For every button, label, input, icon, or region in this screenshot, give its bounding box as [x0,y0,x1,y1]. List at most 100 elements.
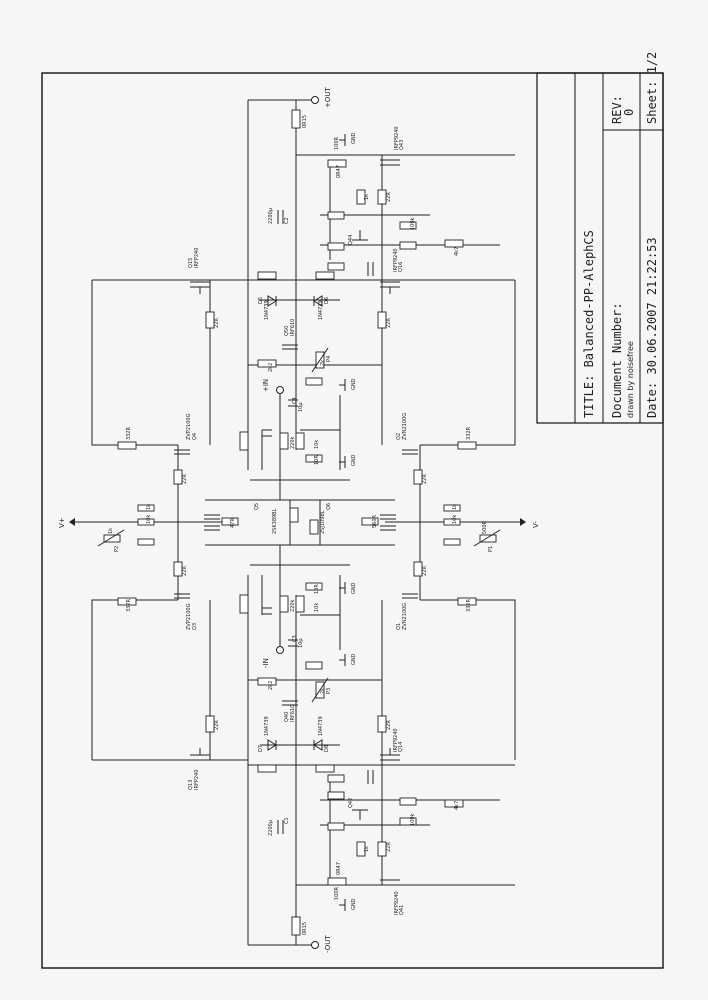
value-22r-b: 22R [386,842,392,852]
value-pot-2k-a: 2k [320,360,326,366]
label-q16: Q16 [398,262,404,272]
rev-value: 0 [622,109,636,116]
value-100k-top: 100k [410,217,416,230]
label-d6-part: 1N4739 [318,300,324,320]
title-text: TITLE: Balanced-PP-AlephCS [582,230,596,418]
value-2k2-b: 2k2 [268,681,274,690]
rev-label: REV: [610,95,624,124]
out-pos-label: +OUT [324,87,332,108]
value-22r-h: 22R [182,566,188,576]
value-22r-g: 22R [182,474,188,484]
label-q2: Q2 [396,433,402,440]
label-d5-part: 1N4739 [264,300,270,320]
value-220k-b: 220k [290,599,296,612]
label-d6: D6 [324,297,330,304]
value-22r-a: 22R [386,192,392,202]
value-100r-top: 100R [334,136,340,150]
label-q4: Q4 [192,433,198,440]
label-q41-part: IRFP9240 [394,891,400,915]
value-332r-b: 332R [126,598,132,612]
value-0r47-bottom: 0R47 [336,862,342,875]
value-pot-2k-b: 2k [320,688,326,694]
label-d7: D7 [258,745,264,752]
ground-symbols [339,134,346,911]
label-q15-part: IRFP240 [194,248,200,268]
value-4k7-a: 4k7 [454,247,460,256]
value-0r15-top: 0R15 [302,115,308,128]
label-q14: Q14 [398,742,404,752]
v-neg-label: V- [532,521,540,528]
value-10u-a: 10µ [298,402,304,412]
gnd-label-5: GND [351,454,357,466]
gnd-label-1: GND [351,132,357,144]
gnd-label-3: GND [351,378,357,390]
label-q14-part: IRFP9240 [393,728,399,752]
label-q5: Q5 [254,503,260,510]
v-neg-arrow [520,518,526,526]
label-q2-part: ZVN2100G [402,413,408,440]
label-p2: P2 [114,546,120,552]
value-10r-b: 10R [314,584,320,594]
value-22r-j: 22R [422,566,428,576]
out-neg-label: -OUT [324,935,332,953]
value-22r-e: 22R [386,318,392,328]
in-neg-label: -IN [262,658,270,668]
label-q6: Q6 [326,503,332,510]
value-1k-bottom: 1k [364,846,370,852]
in-pos-terminal [276,386,284,394]
label-q1: Q1 [396,623,402,630]
gnd-label-4: GND [351,653,357,665]
label-q4-part: ZVP2100G [186,413,192,440]
value-332r-a: 332R [126,426,132,440]
value-4k7-b: 4k7 [454,801,460,810]
value-0r15-bottom: 0R15 [302,922,308,935]
zener-diodes [267,295,323,751]
label-q13-part: IRFP240 [194,770,200,790]
value-100k-bottom: 100k [410,813,416,826]
value-220k-a: 220k [290,436,296,449]
label-c3: C3 [292,635,298,642]
value-10k-a: 10k [314,440,320,449]
value-22r-d: 22R [214,720,220,730]
title-block: TITLE: Balanced-PP-AlephCS Document Numb… [536,52,664,424]
component-labels: Q15 IRFP240 Q13 IRFP240 Q43 IRFP9240 Q41… [108,115,494,935]
label-q44: Q44 [348,235,354,245]
label-p4: P4 [326,356,332,362]
value-10k-b: 10k [314,603,320,612]
label-d8: D8 [324,745,330,752]
label-q3-part: ZVP2100G [186,603,192,630]
document-number-label: Document Number: [610,302,624,418]
value-332r-c: 332R [466,426,472,440]
v-pos-arrow [69,518,75,526]
label-q50: Q50 [284,326,290,336]
label-d7-part: 1N4739 [264,716,270,736]
value-1k-left: 1k [146,504,152,510]
date-text: Date: 30.06.2007 21:22:53 [645,237,659,418]
label-q6-part: 2SJ109BL [320,510,326,534]
value-47r: 47R [230,518,236,528]
value-2200u-bottom: 2200µ [268,819,274,836]
value-pot-1k: 1k [108,528,114,534]
value-100r-bottom: 100R [334,886,340,900]
label-d8-part: 1N4739 [318,716,324,736]
value-332r-d: 332R [466,598,472,612]
label-q43: Q43 [399,140,405,150]
value-1k-right: 1k [452,504,458,510]
label-d5: D5 [258,297,264,304]
sheet-frame [41,72,664,969]
value-2k2-a: 2k2 [268,363,274,372]
label-q3: Q3 [192,623,198,630]
terminals: +OUT -OUT +IN -IN V+ V- [58,87,540,953]
value-500r: 500R [482,520,488,534]
gnd-label-2: GND [351,898,357,910]
out-pos-terminal [311,96,319,104]
value-10k-left: 10k [146,515,152,524]
gnd-label-6: GND [351,582,357,594]
label-q40: Q40 [284,712,290,722]
label-c2: C2 [284,217,290,224]
value-0r47-top: 0R47 [336,165,342,178]
value-10k-right: 10k [452,515,458,524]
value-22r-i: 22R [422,474,428,484]
label-q50-part: IRF610 [290,319,296,336]
